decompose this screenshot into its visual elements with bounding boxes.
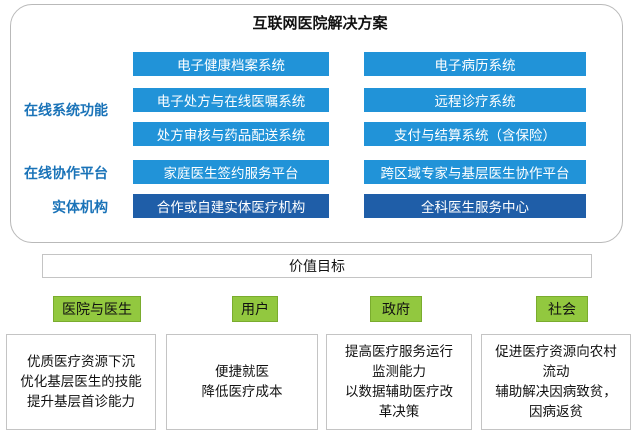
goal-panel-government: 提高医疗服务运行 监测能力 以数据辅助医疗改 革决策 <box>326 334 472 430</box>
diagram-title: 互联网医院解决方案 <box>252 14 388 32</box>
goal-line: 革决策 <box>378 404 420 420</box>
system-box-telemedicine: 远程诊疗系统 <box>364 88 586 112</box>
side-label-online: 在线系统功能 <box>24 103 108 119</box>
goal-line: 流动 <box>542 364 570 380</box>
goal-line: 促进医疗资源向农村 <box>495 344 617 360</box>
system-box-expert-collab: 跨区域专家与基层医生协作平台 <box>364 160 586 184</box>
goal-line: 便捷就医 <box>215 364 269 380</box>
system-box-payment: 支付与结算系统（含保险） <box>364 122 586 146</box>
goal-line: 提高医疗服务运行 <box>345 344 453 360</box>
goal-line: 监测能力 <box>372 364 426 380</box>
side-label-collab: 在线协作平台 <box>24 166 108 182</box>
system-box-gp-center: 全科医生服务中心 <box>364 194 586 218</box>
value-target-bar: 价值目标 <box>42 254 592 278</box>
goal-tab-society: 社会 <box>536 296 588 322</box>
goal-line: 辅助解决因病致贫， <box>495 384 617 400</box>
goal-tab-government: 政府 <box>370 296 422 322</box>
system-box-family-doctor: 家庭医生签约服务平台 <box>133 160 329 184</box>
goal-panel-society: 促进医疗资源向农村 流动 辅助解决因病致贫， 因病返贫 <box>481 334 631 430</box>
goal-panel-user: 便捷就医 降低医疗成本 <box>166 334 318 430</box>
goal-line: 优化基层医生的技能 <box>20 374 142 390</box>
goal-line: 降低医疗成本 <box>201 384 283 400</box>
goal-panel-hospital: 优质医疗资源下沉 优化基层医生的技能 提升基层首诊能力 <box>6 334 156 430</box>
goal-line: 优质医疗资源下沉 <box>27 354 135 370</box>
goal-line: 因病返贫 <box>529 404 583 420</box>
system-box-eprescription: 电子处方与在线医嘱系统 <box>133 88 329 112</box>
system-box-ehr: 电子健康档案系统 <box>133 52 329 76</box>
side-label-physical: 实体机构 <box>52 200 108 216</box>
goal-tab-user: 用户 <box>232 296 278 322</box>
goal-line: 提升基层首诊能力 <box>27 394 135 410</box>
system-box-prescription-review: 处方审核与药品配送系统 <box>133 122 329 146</box>
system-box-emr: 电子病历系统 <box>364 52 586 76</box>
goal-line: 以数据辅助医疗改 <box>345 384 453 400</box>
system-box-physical-institution: 合作或自建实体医疗机构 <box>133 194 329 218</box>
goal-tab-hospital: 医院与医生 <box>53 296 141 322</box>
